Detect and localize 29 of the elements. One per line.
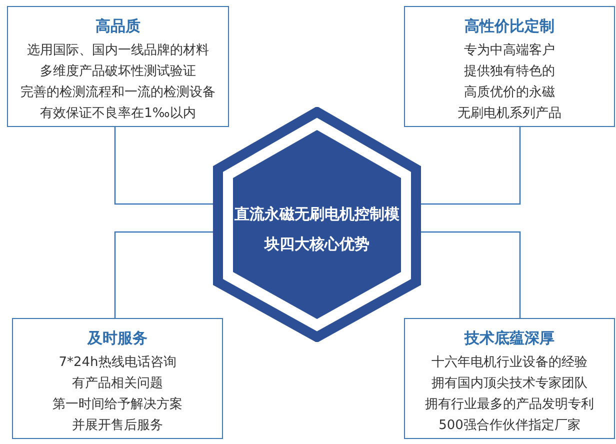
box-text: 并展开售后服务 (72, 417, 163, 435)
box-text: 有效保证不良率在1‰以内 (40, 105, 196, 123)
box-heading: 技术底蕴深厚 (464, 328, 554, 349)
box-text: 提供独有特色的 (464, 63, 555, 81)
feature-box (404, 6, 615, 127)
connector-line (421, 127, 521, 205)
box-text: 第一时间给予解决方案 (52, 396, 182, 414)
connector-line (421, 231, 521, 318)
box-text: 十六年电机行业设备的经验 (432, 354, 588, 372)
box-text: 500强合作伙伴指定厂家 (438, 417, 580, 435)
box-text: 有产品相关问题 (72, 375, 163, 393)
feature-box (12, 318, 223, 439)
box-heading: 高性价比定制 (464, 16, 554, 37)
box-text: 拥有行业最多的产品发明专利 (425, 396, 594, 414)
feature-box (7, 6, 229, 127)
box-text: 完善的检测流程和一流的检测设备 (20, 84, 216, 102)
connector-line (114, 231, 213, 318)
box-text: 选用国际、国内一线品牌的材料 (27, 42, 209, 60)
box-text: 高质优价的永磁 (464, 84, 555, 102)
connector-line (114, 127, 213, 205)
box-text: 无刷电机系列产品 (458, 105, 562, 123)
box-text: 专为中高端客户 (464, 42, 555, 60)
box-heading: 及时服务 (88, 328, 148, 349)
box-text: 拥有国内顶尖技术专家团队 (432, 375, 588, 393)
box-heading: 高品质 (96, 16, 140, 37)
box-text: 多维度产品破坏性测试验证 (40, 63, 196, 81)
center-title: 直流永磁无刷电机控制模块四大核心优势 (234, 204, 400, 255)
box-text: 7*24h热线电话咨询 (58, 354, 176, 372)
feature-box (404, 318, 615, 439)
